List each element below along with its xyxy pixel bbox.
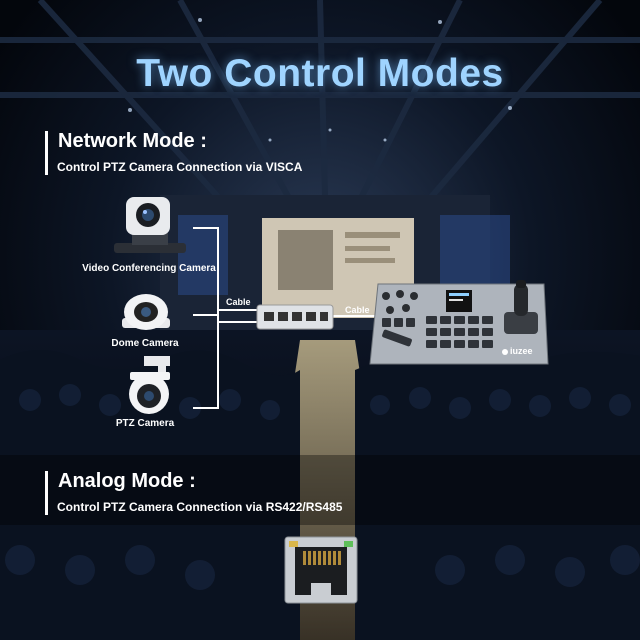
cable-label-right: Cable: [345, 305, 370, 315]
network-mode-accent-bar: [45, 131, 48, 175]
network-mode-heading: Network Mode :: [58, 130, 207, 152]
cable-label-left: Cable: [226, 297, 251, 307]
page-title: Two Control Modes: [136, 52, 504, 95]
video-conferencing-camera-label: Video Conferencing Camera: [82, 263, 216, 274]
analog-mode-accent-bar: [45, 471, 48, 515]
ptz-camera-icon: [129, 356, 170, 414]
ptz-controller-keyboard-icon: [369, 280, 549, 365]
dome-camera-label: Dome Camera: [111, 338, 179, 349]
controller-brand-label: iuzee: [510, 346, 533, 356]
analog-mode-description: Control PTZ Camera Connection via RS422/…: [57, 500, 343, 514]
video-conferencing-camera-icon: [114, 197, 186, 253]
dome-camera-icon: [122, 294, 170, 330]
ptz-camera-label: PTZ Camera: [115, 418, 175, 429]
analog-mode-heading: Analog Mode :: [58, 470, 196, 492]
rs422-port-icon: [284, 536, 358, 604]
network-switch-icon: [256, 304, 334, 330]
network-mode-description: Control PTZ Camera Connection via VISCA: [57, 160, 303, 174]
